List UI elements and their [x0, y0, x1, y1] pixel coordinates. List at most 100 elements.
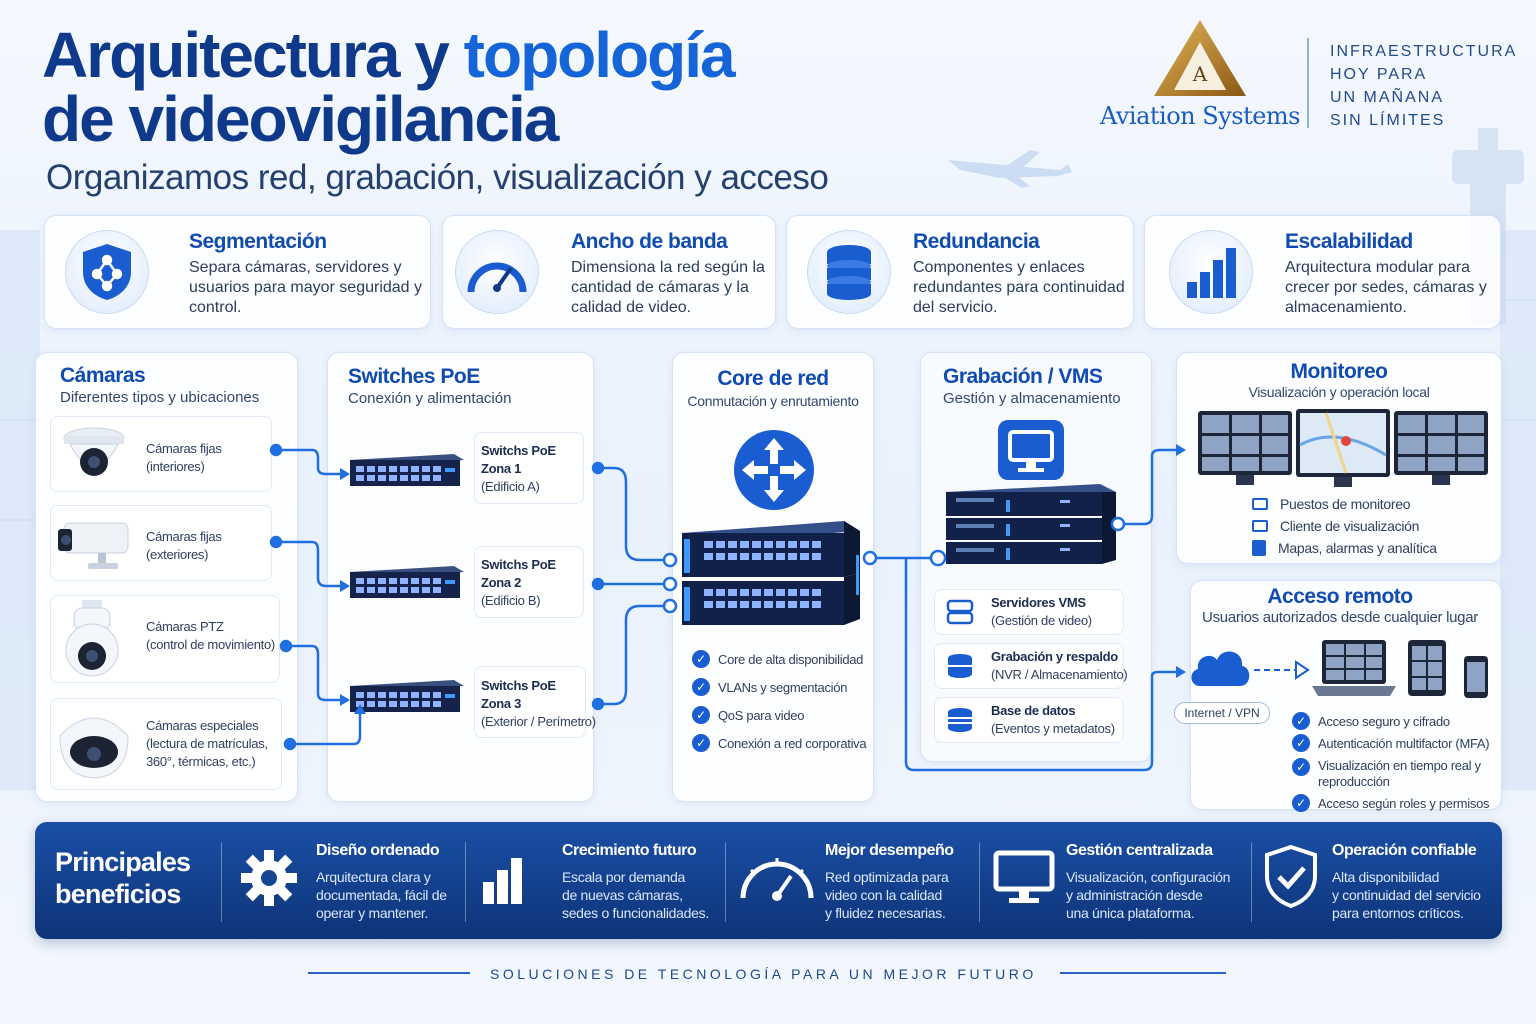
- feature-card-ancho-de-banda: Ancho de banda Dimensiona la red según l…: [442, 215, 776, 329]
- recording-label: Grabación y respaldo(NVR / Almacenamient…: [991, 649, 1128, 682]
- poe-switch-icon: [350, 566, 464, 598]
- benefit-title: Crecimiento futuro: [562, 842, 697, 859]
- core-switch-icon: [682, 521, 860, 625]
- router-icon: [734, 430, 814, 510]
- core-subtitle: Conmutación y enrutamiento: [687, 393, 859, 409]
- check-item: ✓Acceso según roles y permisos: [1292, 790, 1498, 816]
- feature-desc: Componentes y enlaces redundantes para c…: [913, 259, 1125, 316]
- recording-subtitle: Gestión y almacenamiento: [943, 390, 1121, 407]
- check-icon: ✓: [692, 734, 710, 752]
- core-title: Core de red: [717, 367, 829, 390]
- check-icon: ✓: [1292, 758, 1310, 776]
- page-title-line2: de videovigilancia: [42, 83, 559, 155]
- speedometer-icon: [740, 858, 814, 901]
- check-item: ✓Conexión a red corporativa: [692, 729, 872, 757]
- monitoring-title: Monitoreo: [1290, 360, 1388, 383]
- camera-label: Cámaras especiales(lectura de matrículas…: [146, 718, 268, 769]
- monitor-icon: [998, 420, 1064, 480]
- remote-checklist: ✓Acceso seguro y cifrado ✓Autenticación …: [1292, 710, 1498, 816]
- feature-title: Ancho de banda: [571, 230, 728, 253]
- camera-label: Cámaras fijas(exteriores): [146, 529, 222, 562]
- cloud-icon: [1191, 651, 1250, 686]
- cameras-title: Cámaras: [60, 364, 146, 387]
- feature-title: Redundancia: [913, 230, 1040, 253]
- check-item: ✓VLANs y segmentación: [692, 673, 872, 701]
- switch-card-zona3[interactable]: [474, 666, 586, 738]
- speedometer-icon: [455, 230, 539, 314]
- footer-line-left: [308, 972, 470, 974]
- recording-title: Grabación / VMS: [943, 365, 1103, 388]
- feature-desc: Dimensiona la red según la cantidad de c…: [571, 259, 765, 316]
- feature-title: Escalabilidad: [1285, 230, 1413, 253]
- check-item: ✓Core de alta disponibilidad: [692, 645, 872, 673]
- video-wall-icon: [1198, 409, 1488, 487]
- check-icon: ✓: [692, 650, 710, 668]
- recording-label: Servidores VMS(Gestión de video): [991, 595, 1092, 628]
- header-divider: [1307, 38, 1309, 128]
- benefit-title: Mejor desempeño: [825, 842, 954, 859]
- divider: [1251, 842, 1252, 922]
- recording-item-nvr[interactable]: [934, 643, 1124, 689]
- check-item-continuation: reproducción: [1318, 774, 1390, 789]
- benefit-title: Operación confiable: [1332, 842, 1477, 859]
- page-subtitle: Organizamos red, grabación, visualizació…: [46, 158, 829, 197]
- internet-vpn-badge: Internet / VPN: [1174, 702, 1270, 724]
- footer-line-right: [1060, 972, 1226, 974]
- list-item[interactable]: Puestos de monitoreo: [1252, 493, 1437, 515]
- feature-title: Segmentación: [189, 230, 327, 253]
- benefit-title: Diseño ordenado: [316, 842, 440, 859]
- feature-card-segmentacion: Segmentación Separa cámaras, servidores …: [44, 215, 431, 329]
- map-pin-icon: [1252, 540, 1266, 556]
- check-item: ✓Acceso seguro y cifrado: [1292, 710, 1498, 732]
- feature-desc: Arquitectura modular para crecer por sed…: [1285, 259, 1487, 316]
- check-item: ✓Autenticación multifactor (MFA): [1292, 732, 1498, 754]
- database-icon: [948, 708, 972, 732]
- cameras-subtitle: Diferentes tipos y ubicaciones: [60, 389, 260, 406]
- dome-camera-icon: [63, 427, 125, 476]
- list-item[interactable]: Mapas, alarmas y analítica: [1252, 537, 1437, 559]
- divider: [221, 842, 222, 922]
- divider: [725, 842, 726, 922]
- camera-label: Cámaras fijas(interiores): [146, 441, 222, 474]
- storage-icon: [948, 654, 972, 678]
- monitoring-subtitle: Visualización y operación local: [1248, 384, 1430, 400]
- check-item: ✓Visualización en tiempo real y: [1292, 754, 1498, 776]
- shield-network-icon: [65, 230, 149, 314]
- switches-subtitle: Conexión y alimentación: [348, 390, 512, 407]
- bar-chart-icon: [483, 858, 522, 904]
- poe-switch-icon: [350, 454, 464, 486]
- benefit-title: Gestión centralizada: [1066, 842, 1213, 859]
- monitoring-list: Puestos de monitoreo Cliente de visualiz…: [1252, 493, 1437, 559]
- check-icon: ✓: [692, 706, 710, 724]
- feature-desc: Separa cámaras, servidores y usuarios pa…: [189, 259, 423, 316]
- recording-label: Base de datos(Eventos y metadatos): [991, 703, 1115, 736]
- shield-check-icon: [1265, 844, 1317, 909]
- brand-tagline: INFRAESTRUCTURA HOY PARA UN MAÑANA SIN L…: [1330, 43, 1518, 129]
- camera-label: Cámaras PTZ(control de movimiento): [146, 619, 275, 652]
- switch-card-zona2[interactable]: [474, 546, 584, 618]
- switch-card-zona1[interactable]: [474, 432, 584, 504]
- poe-switch-icon: [350, 680, 464, 712]
- check-icon: ✓: [1292, 734, 1310, 752]
- remote-title: Acceso remoto: [1267, 585, 1413, 608]
- divider: [979, 842, 980, 922]
- feature-card-escalabilidad: Escalabilidad Arquitectura modular para …: [1144, 215, 1501, 329]
- switches-title: Switches PoE: [348, 365, 480, 388]
- check-icon: ✓: [1292, 794, 1310, 812]
- list-item[interactable]: Cliente de visualización: [1252, 515, 1437, 537]
- client-icon: [1252, 520, 1268, 532]
- bullet-camera-icon: [58, 522, 129, 569]
- bar-chart-icon: [1169, 230, 1253, 314]
- remote-devices-icon: [1312, 640, 1488, 698]
- gear-icon: [241, 850, 297, 906]
